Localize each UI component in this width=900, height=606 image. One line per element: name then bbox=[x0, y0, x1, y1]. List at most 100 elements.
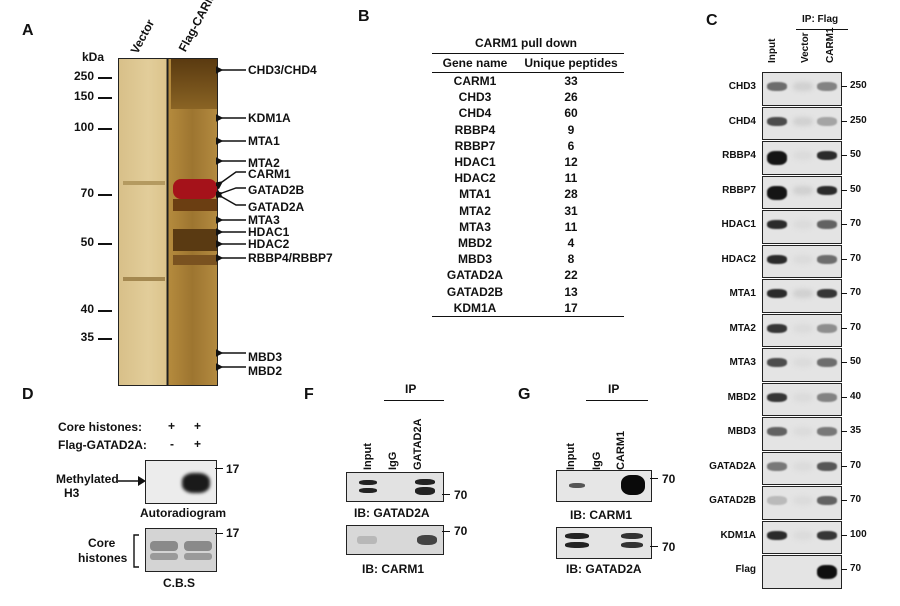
marker-tick bbox=[98, 194, 112, 196]
blot-f-gatad2a bbox=[346, 472, 444, 502]
marker-tick bbox=[98, 243, 112, 245]
mw-marker: 70 bbox=[850, 287, 862, 298]
peptide-count-cell: 11 bbox=[564, 171, 578, 186]
mw-tick bbox=[841, 86, 847, 87]
table-row: KDM1A 17 bbox=[432, 300, 624, 317]
blot-label-mbd2: MBD2 bbox=[727, 391, 756, 403]
gene-name-cell: GATAD2B bbox=[446, 284, 504, 299]
blot-mbd2 bbox=[762, 382, 842, 416]
blot-gatad2a bbox=[762, 451, 842, 485]
ib-carm1-f: IB: CARM1 bbox=[362, 562, 424, 576]
row2-val-2: + bbox=[194, 437, 202, 451]
protein-label: HDAC1 bbox=[248, 225, 290, 239]
lane-igg-f: IgG bbox=[387, 451, 399, 470]
peptide-count-cell: 11 bbox=[564, 219, 578, 234]
blot-kdm1a bbox=[762, 520, 842, 554]
mw-17-bottom: 17 bbox=[226, 526, 240, 540]
protein-label: KDM1A bbox=[248, 111, 291, 125]
mw-tick bbox=[841, 258, 847, 260]
arrows-panel-a bbox=[216, 65, 246, 372]
mw-marker: 40 bbox=[850, 390, 862, 402]
table-row: MBD3 8 bbox=[432, 251, 624, 267]
protein-label: MTA3 bbox=[248, 213, 280, 227]
mw-f1: 70 bbox=[454, 488, 468, 502]
marker-50: 50 bbox=[80, 235, 94, 249]
mw-tick bbox=[841, 534, 847, 536]
blot-f-carm1 bbox=[346, 525, 444, 555]
blot-label-mta3: MTA3 bbox=[729, 357, 756, 368]
mw-marker: 50 bbox=[850, 149, 862, 160]
blot-mta1 bbox=[762, 279, 842, 313]
blot-label-rbbp4: RBBP4 bbox=[722, 150, 756, 161]
blot-label-gatad2a: GATAD2A bbox=[709, 460, 756, 472]
blot-flag bbox=[762, 555, 842, 589]
ip-label-g: IP bbox=[608, 382, 620, 396]
mw-g1: 70 bbox=[662, 472, 676, 486]
protein-label: MBD3 bbox=[248, 350, 283, 364]
methylated-label: Methylated bbox=[56, 472, 119, 486]
row1-val-2: + bbox=[194, 419, 202, 433]
mw-marker: 50 bbox=[850, 183, 862, 195]
autoradiogram-label: Autoradiogram bbox=[140, 506, 227, 520]
table-title: CARM1 pull down bbox=[475, 36, 577, 50]
peptide-count-cell: 4 bbox=[567, 235, 575, 250]
col-gene-name: Gene name bbox=[442, 56, 508, 70]
blot-label-rbbp7: RBBP7 bbox=[722, 184, 756, 196]
mw-tick bbox=[841, 224, 847, 225]
peptide-count-cell: 12 bbox=[564, 155, 578, 170]
gene-name-cell: GATAD2A bbox=[446, 268, 504, 283]
marker-70: 70 bbox=[80, 186, 94, 200]
blot-label-mta1: MTA1 bbox=[729, 288, 756, 299]
lane-input-c: Input bbox=[767, 38, 778, 63]
blot-hdac1 bbox=[762, 210, 842, 244]
lane-igg-g: IgG bbox=[591, 451, 603, 470]
mw-tick bbox=[841, 120, 847, 122]
kda-label: kDa bbox=[82, 50, 105, 64]
blot-hdac2 bbox=[762, 244, 842, 278]
peptide-count-cell: 31 bbox=[564, 203, 578, 218]
panel-c-letter: C bbox=[706, 12, 718, 29]
mw-marker: 70 bbox=[850, 321, 862, 333]
protein-label: CARM1 bbox=[248, 167, 291, 181]
mw-tick bbox=[841, 431, 847, 432]
marker-35: 35 bbox=[80, 330, 94, 344]
table-row: HDAC1 12 bbox=[432, 154, 624, 170]
marker-tick bbox=[98, 77, 112, 79]
gene-name-cell: HDAC2 bbox=[454, 171, 496, 186]
marker-100: 100 bbox=[73, 120, 94, 134]
mw-marker: 100 bbox=[850, 528, 867, 540]
gene-name-cell: MBD3 bbox=[457, 252, 492, 267]
blot-label-hdac2: HDAC2 bbox=[721, 253, 756, 265]
table-row: HDAC2 11 bbox=[432, 170, 624, 186]
row1-val-1: + bbox=[168, 419, 176, 433]
core-label: Core bbox=[88, 536, 116, 550]
protein-label: MTA2 bbox=[248, 156, 280, 170]
peptide-count-cell: 8 bbox=[567, 252, 575, 267]
gene-name-cell: KDM1A bbox=[453, 300, 497, 315]
ib-carm1-g: IB: CARM1 bbox=[570, 508, 632, 522]
blot-label-hdac1: HDAC1 bbox=[721, 219, 756, 230]
mw-tick bbox=[841, 155, 847, 156]
flag-gatad2a-row-label: Flag-GATAD2A: bbox=[58, 438, 147, 452]
protein-label: RBBP4/RBBP7 bbox=[248, 251, 333, 265]
marker-40: 40 bbox=[80, 302, 94, 316]
mw-tick bbox=[841, 465, 847, 467]
gene-name-cell: HDAC1 bbox=[454, 155, 496, 170]
mw-tick bbox=[841, 189, 847, 191]
blot-label-kdm1a: KDM1A bbox=[720, 529, 756, 541]
blot-g-carm1 bbox=[556, 470, 652, 502]
peptide-count-cell: 17 bbox=[564, 300, 578, 315]
peptide-count-cell: 9 bbox=[567, 122, 575, 137]
lane-carm1-g: CARM1 bbox=[615, 430, 627, 470]
protein-label: HDAC2 bbox=[248, 237, 290, 251]
gene-name-cell: CHD3 bbox=[458, 90, 492, 105]
protein-label: GATAD2A bbox=[248, 200, 305, 214]
blot-chd4 bbox=[762, 106, 842, 140]
mw-marker: 35 bbox=[850, 425, 862, 436]
h3-label: H3 bbox=[64, 486, 80, 500]
peptide-count-cell: 28 bbox=[564, 187, 578, 202]
